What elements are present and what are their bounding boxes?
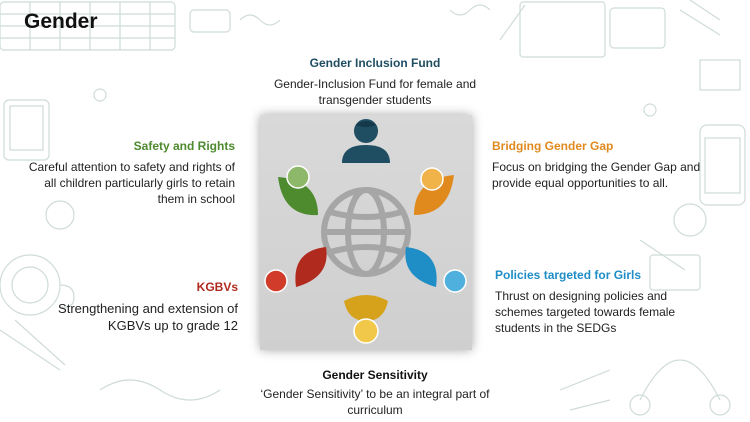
bridging-gender-gap-block: Bridging Gender Gap Focus on bridging th… <box>492 139 702 191</box>
policies-for-girls-text: Thrust on designing policies and schemes… <box>495 289 676 335</box>
kgbvs-block: KGBVs Strengthening and extension of KGB… <box>20 280 238 334</box>
slide-title: Gender <box>24 10 98 33</box>
green-figure-icon <box>278 165 318 216</box>
kgbvs-text: Strengthening and extension of KGBVs up … <box>58 301 238 333</box>
gender-graphic-panel <box>260 115 472 350</box>
globe-icon <box>321 187 411 277</box>
gender-inclusion-fund-block: Gender Inclusion Fund Gender-Inclusion F… <box>250 56 500 108</box>
gender-inclusion-fund-heading: Gender Inclusion Fund <box>309 56 441 70</box>
safety-rights-text: Careful attention to safety and rights o… <box>28 160 235 206</box>
policies-for-girls-heading: Policies targeted for Girls <box>495 268 642 282</box>
bridging-gender-gap-heading: Bridging Gender Gap <box>492 139 614 153</box>
gold-figure-icon <box>344 295 388 344</box>
kgbvs-heading: KGBVs <box>196 280 238 294</box>
gender-sensitivity-block: Gender Sensitivity ‘Gender Sensitivity’ … <box>250 368 500 418</box>
bridging-gender-gap-text: Focus on bridging the Gender Gap and pro… <box>492 160 701 190</box>
orange-figure-icon <box>414 167 454 215</box>
safety-rights-block: Safety and Rights Careful attention to s… <box>20 139 235 207</box>
gender-sensitivity-heading: Gender Sensitivity <box>322 368 428 382</box>
safety-rights-heading: Safety and Rights <box>133 139 235 153</box>
red-figure-icon <box>264 247 327 293</box>
gender-sensitivity-text: ‘Gender Sensitivity’ to be an integral p… <box>260 387 490 417</box>
blue-figure-icon <box>405 247 467 293</box>
policies-for-girls-block: Policies targeted for Girls Thrust on de… <box>495 268 710 336</box>
person-head-icon <box>342 119 390 163</box>
gender-inclusion-fund-text: Gender-Inclusion Fund for female and tra… <box>273 77 477 107</box>
